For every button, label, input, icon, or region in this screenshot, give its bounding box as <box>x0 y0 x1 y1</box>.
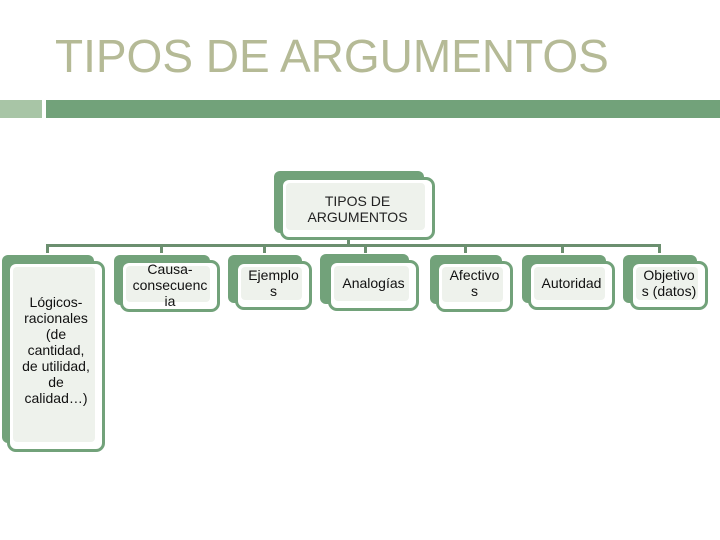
label-line: calidad…) <box>24 389 88 406</box>
node-label: Afectivo s <box>439 264 510 309</box>
connector-tick-causa <box>160 244 163 253</box>
label-line: s <box>270 282 277 299</box>
connector-tick-ejemplos <box>263 244 266 253</box>
node-box: Ejemplo s <box>235 261 312 310</box>
node-fill <box>442 267 503 302</box>
connector-tick-objetivos <box>658 244 661 253</box>
root-label-line1: TIPOS DE <box>324 192 391 209</box>
node-box: Objetivo s (datos) <box>630 261 708 310</box>
node-box: Lógicos- racionales (de cantidad, de uti… <box>7 261 105 452</box>
label-line: Autoridad <box>541 274 602 291</box>
label-line: s <box>471 282 478 299</box>
label-line: Objetivo <box>643 266 695 283</box>
label-line: ia <box>164 293 176 309</box>
node-fill <box>241 267 302 300</box>
node-box: Autoridad <box>528 261 615 310</box>
node-label: Lógicos- racionales (de cantidad, de uti… <box>10 264 102 449</box>
child-node-afectivos: Afectivo s <box>430 255 513 312</box>
node-fill <box>286 183 425 230</box>
node-label: Causa- consecuenc ia <box>123 255 217 315</box>
label-line: consecuenc <box>132 277 208 293</box>
connector-tick-logicos <box>46 244 49 253</box>
label-line: Causa- <box>147 261 193 277</box>
label-line: cantidad, <box>27 341 85 358</box>
label-line: (de <box>45 325 67 342</box>
label-line: Lógicos- <box>29 293 83 310</box>
label-line: de <box>48 373 64 390</box>
accent-bar <box>46 100 720 118</box>
child-node-objetivos: Objetivo s (datos) <box>623 255 708 310</box>
root-node: TIPOS DE ARGUMENTOS <box>274 171 435 240</box>
child-node-causa: Causa- consecuenc ia <box>114 255 220 312</box>
child-node-ejemplos: Ejemplo s <box>228 255 312 310</box>
node-box: Afectivo s <box>436 261 513 312</box>
child-node-autoridad: Autoridad <box>522 255 615 310</box>
connector-tick-analogias <box>364 244 367 253</box>
label-line: Afectivo <box>449 266 500 283</box>
connector-tick-autoridad <box>561 244 564 253</box>
label-line: racionales <box>24 309 88 326</box>
label-line: Ejemplo <box>248 266 299 283</box>
child-node-logicos: Lógicos- racionales (de cantidad, de uti… <box>2 255 105 452</box>
connector-tick-afectivos <box>464 244 467 253</box>
node-fill <box>534 267 605 300</box>
node-fill <box>13 267 95 442</box>
child-node-analogias: Analogías <box>320 254 419 311</box>
node-box: Causa- consecuenc ia <box>120 260 220 312</box>
accent-bar-square <box>0 100 42 118</box>
node-fill <box>334 266 409 301</box>
slide-title: TIPOS DE ARGUMENTOS <box>55 30 609 82</box>
node-label: Ejemplo s <box>238 264 309 307</box>
node-label: Analogías <box>331 263 416 308</box>
label-line: s (datos) <box>641 282 697 299</box>
node-fill <box>636 267 698 300</box>
root-connector-vertical <box>347 236 350 246</box>
node-box: TIPOS DE ARGUMENTOS <box>280 177 435 240</box>
label-line: de utilidad, <box>22 357 90 374</box>
node-label: Objetivo s (datos) <box>633 264 705 307</box>
node-label: TIPOS DE ARGUMENTOS <box>283 180 432 237</box>
node-box: Analogías <box>328 260 419 311</box>
children-connector-horizontal <box>46 244 661 247</box>
root-label-line2: ARGUMENTOS <box>307 208 408 225</box>
label-line: Analogías <box>342 274 405 291</box>
node-label: Autoridad <box>531 264 612 307</box>
node-fill <box>126 266 210 302</box>
